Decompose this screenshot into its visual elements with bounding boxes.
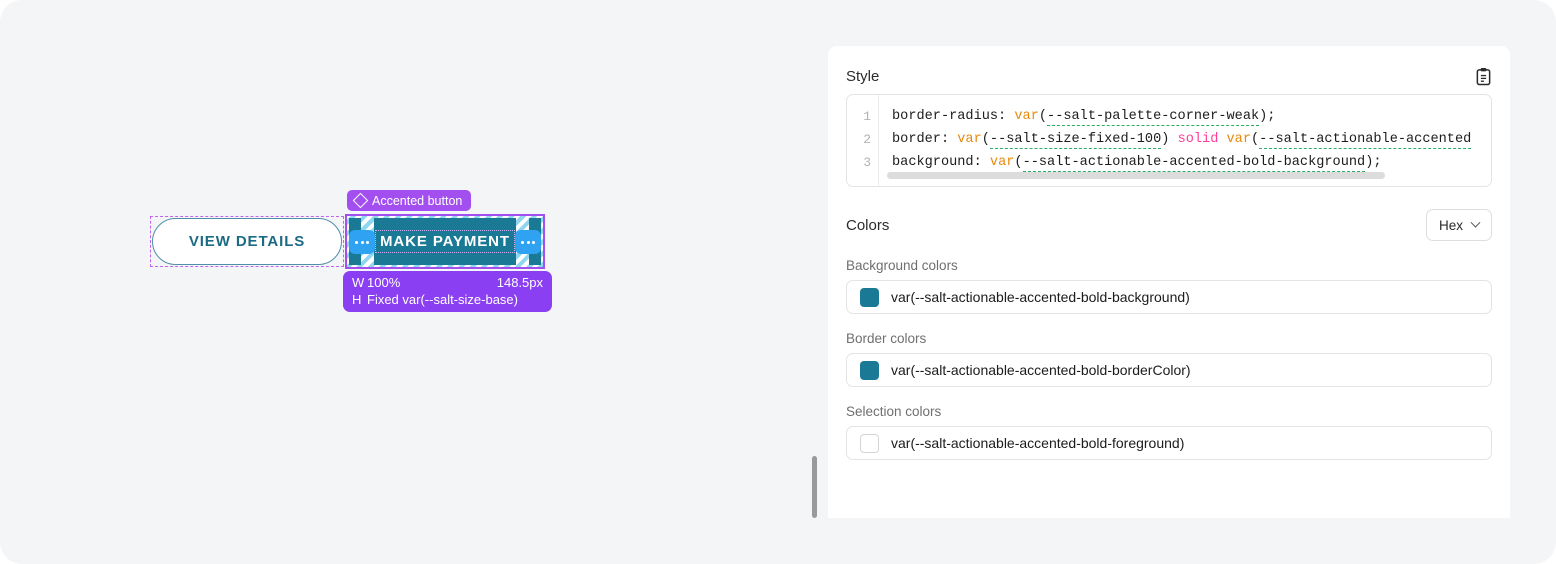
css-paren: (	[981, 132, 990, 147]
css-function: var	[1218, 132, 1251, 147]
properties-panel: Style 1 2 3 border-radius: var(--salt-pa…	[828, 46, 1510, 518]
code-content[interactable]: border-radius: var(--salt-palette-corner…	[879, 95, 1491, 186]
style-section-header: Style	[846, 46, 1492, 92]
design-canvas[interactable]: VIEW DETAILS Accented button MAKE PAYMEN…	[0, 0, 800, 564]
code-gutter: 1 2 3	[847, 95, 879, 186]
color-token-name: var(--salt-actionable-accented-bold-bord…	[891, 362, 1191, 378]
color-format-value: Hex	[1438, 217, 1463, 233]
line-number: 2	[863, 132, 871, 147]
color-token-name: var(--salt-actionable-accented-bold-fore…	[891, 435, 1185, 451]
style-section-title: Style	[846, 67, 880, 85]
height-key: H	[352, 292, 362, 307]
css-paren: (	[1014, 155, 1023, 170]
line-number: 1	[863, 109, 871, 124]
make-payment-label: MAKE PAYMENT	[375, 230, 515, 253]
background-colors-label: Background colors	[846, 258, 958, 273]
border-colors-label: Border colors	[846, 331, 927, 346]
width-key: W	[352, 275, 365, 290]
css-property: border-radius:	[892, 109, 1015, 124]
ellipsis-icon	[532, 240, 535, 244]
make-payment-selection-box[interactable]: MAKE PAYMENT	[345, 214, 545, 269]
css-variable[interactable]: --salt-size-fixed-100	[989, 132, 1162, 149]
code-horizontal-scrollbar[interactable]	[887, 172, 1385, 179]
view-details-selection-outline[interactable]: VIEW DETAILS	[150, 216, 344, 267]
code-line-2: border: var(--salt-size-fixed-100) solid…	[892, 128, 1491, 151]
css-paren: (	[1251, 132, 1260, 147]
ellipsis-icon	[521, 240, 524, 244]
view-details-button[interactable]: VIEW DETAILS	[152, 218, 342, 265]
size-tooltip: W 100% 148.5px H Fixed var(--salt-size-b…	[343, 271, 552, 312]
chevron-down-icon	[1470, 217, 1481, 228]
css-paren: (	[1038, 109, 1048, 124]
ellipsis-icon	[355, 240, 358, 244]
color-row[interactable]: var(--salt-actionable-accented-bold-back…	[846, 280, 1492, 314]
component-badge-label: Accented button	[372, 193, 463, 208]
css-property: border:	[892, 132, 958, 147]
css-paren: );	[1259, 109, 1276, 124]
css-function: var	[989, 155, 1015, 170]
ellipsis-icon	[366, 240, 369, 244]
width-value: 148.5px	[496, 275, 543, 290]
diamond-icon	[352, 192, 369, 209]
css-paren: )	[1161, 132, 1178, 147]
colors-section-header: Colors Hex	[846, 209, 1492, 241]
height-mode: Fixed	[367, 292, 399, 307]
colors-section-title: Colors	[846, 216, 890, 234]
panel-scrollbar[interactable]	[812, 456, 817, 518]
height-mode-and-value: Fixed var(--salt-size-base)	[367, 291, 543, 308]
css-variable[interactable]: --salt-palette-corner-weak	[1047, 109, 1260, 126]
selection-colors-label: Selection colors	[846, 404, 942, 419]
padding-handle-left[interactable]	[349, 230, 375, 254]
color-row[interactable]: var(--salt-actionable-accented-bold-bord…	[846, 353, 1492, 387]
css-property: background:	[892, 155, 990, 170]
size-row-width: W 100% 148.5px	[352, 274, 543, 291]
width-mode: 100%	[367, 275, 401, 290]
css-function: var	[957, 132, 982, 147]
color-token-name: var(--salt-actionable-accented-bold-back…	[891, 289, 1190, 305]
color-swatch[interactable]	[860, 360, 879, 380]
make-payment-button[interactable]: MAKE PAYMENT	[374, 218, 516, 265]
code-line-3: background: var(--salt-actionable-accent…	[892, 151, 1491, 174]
clipboard-icon	[1476, 67, 1491, 85]
copy-style-button[interactable]	[1475, 67, 1492, 86]
code-line-1: border-radius: var(--salt-palette-corner…	[892, 105, 1491, 128]
ellipsis-icon	[360, 240, 364, 244]
color-format-select[interactable]: Hex	[1426, 209, 1492, 241]
css-variable[interactable]: --salt-actionable-accented-bold-backgrou…	[1022, 155, 1366, 172]
color-swatch[interactable]	[860, 287, 879, 307]
height-value: var(--salt-size-base)	[402, 292, 518, 307]
padding-handle-right[interactable]	[515, 230, 541, 254]
css-variable[interactable]: --salt-actionable-accented	[1259, 132, 1472, 149]
ellipsis-icon	[526, 240, 530, 244]
css-keyword: solid	[1177, 132, 1219, 147]
css-paren: );	[1365, 155, 1382, 170]
color-swatch[interactable]	[860, 433, 879, 453]
css-function: var	[1014, 109, 1039, 124]
style-code-block[interactable]: 1 2 3 border-radius: var(--salt-palette-…	[846, 94, 1492, 187]
line-number: 3	[863, 155, 871, 170]
component-name-badge[interactable]: Accented button	[347, 190, 472, 211]
color-row[interactable]: var(--salt-actionable-accented-bold-fore…	[846, 426, 1492, 460]
size-row-height: H Fixed var(--salt-size-base)	[352, 291, 543, 308]
